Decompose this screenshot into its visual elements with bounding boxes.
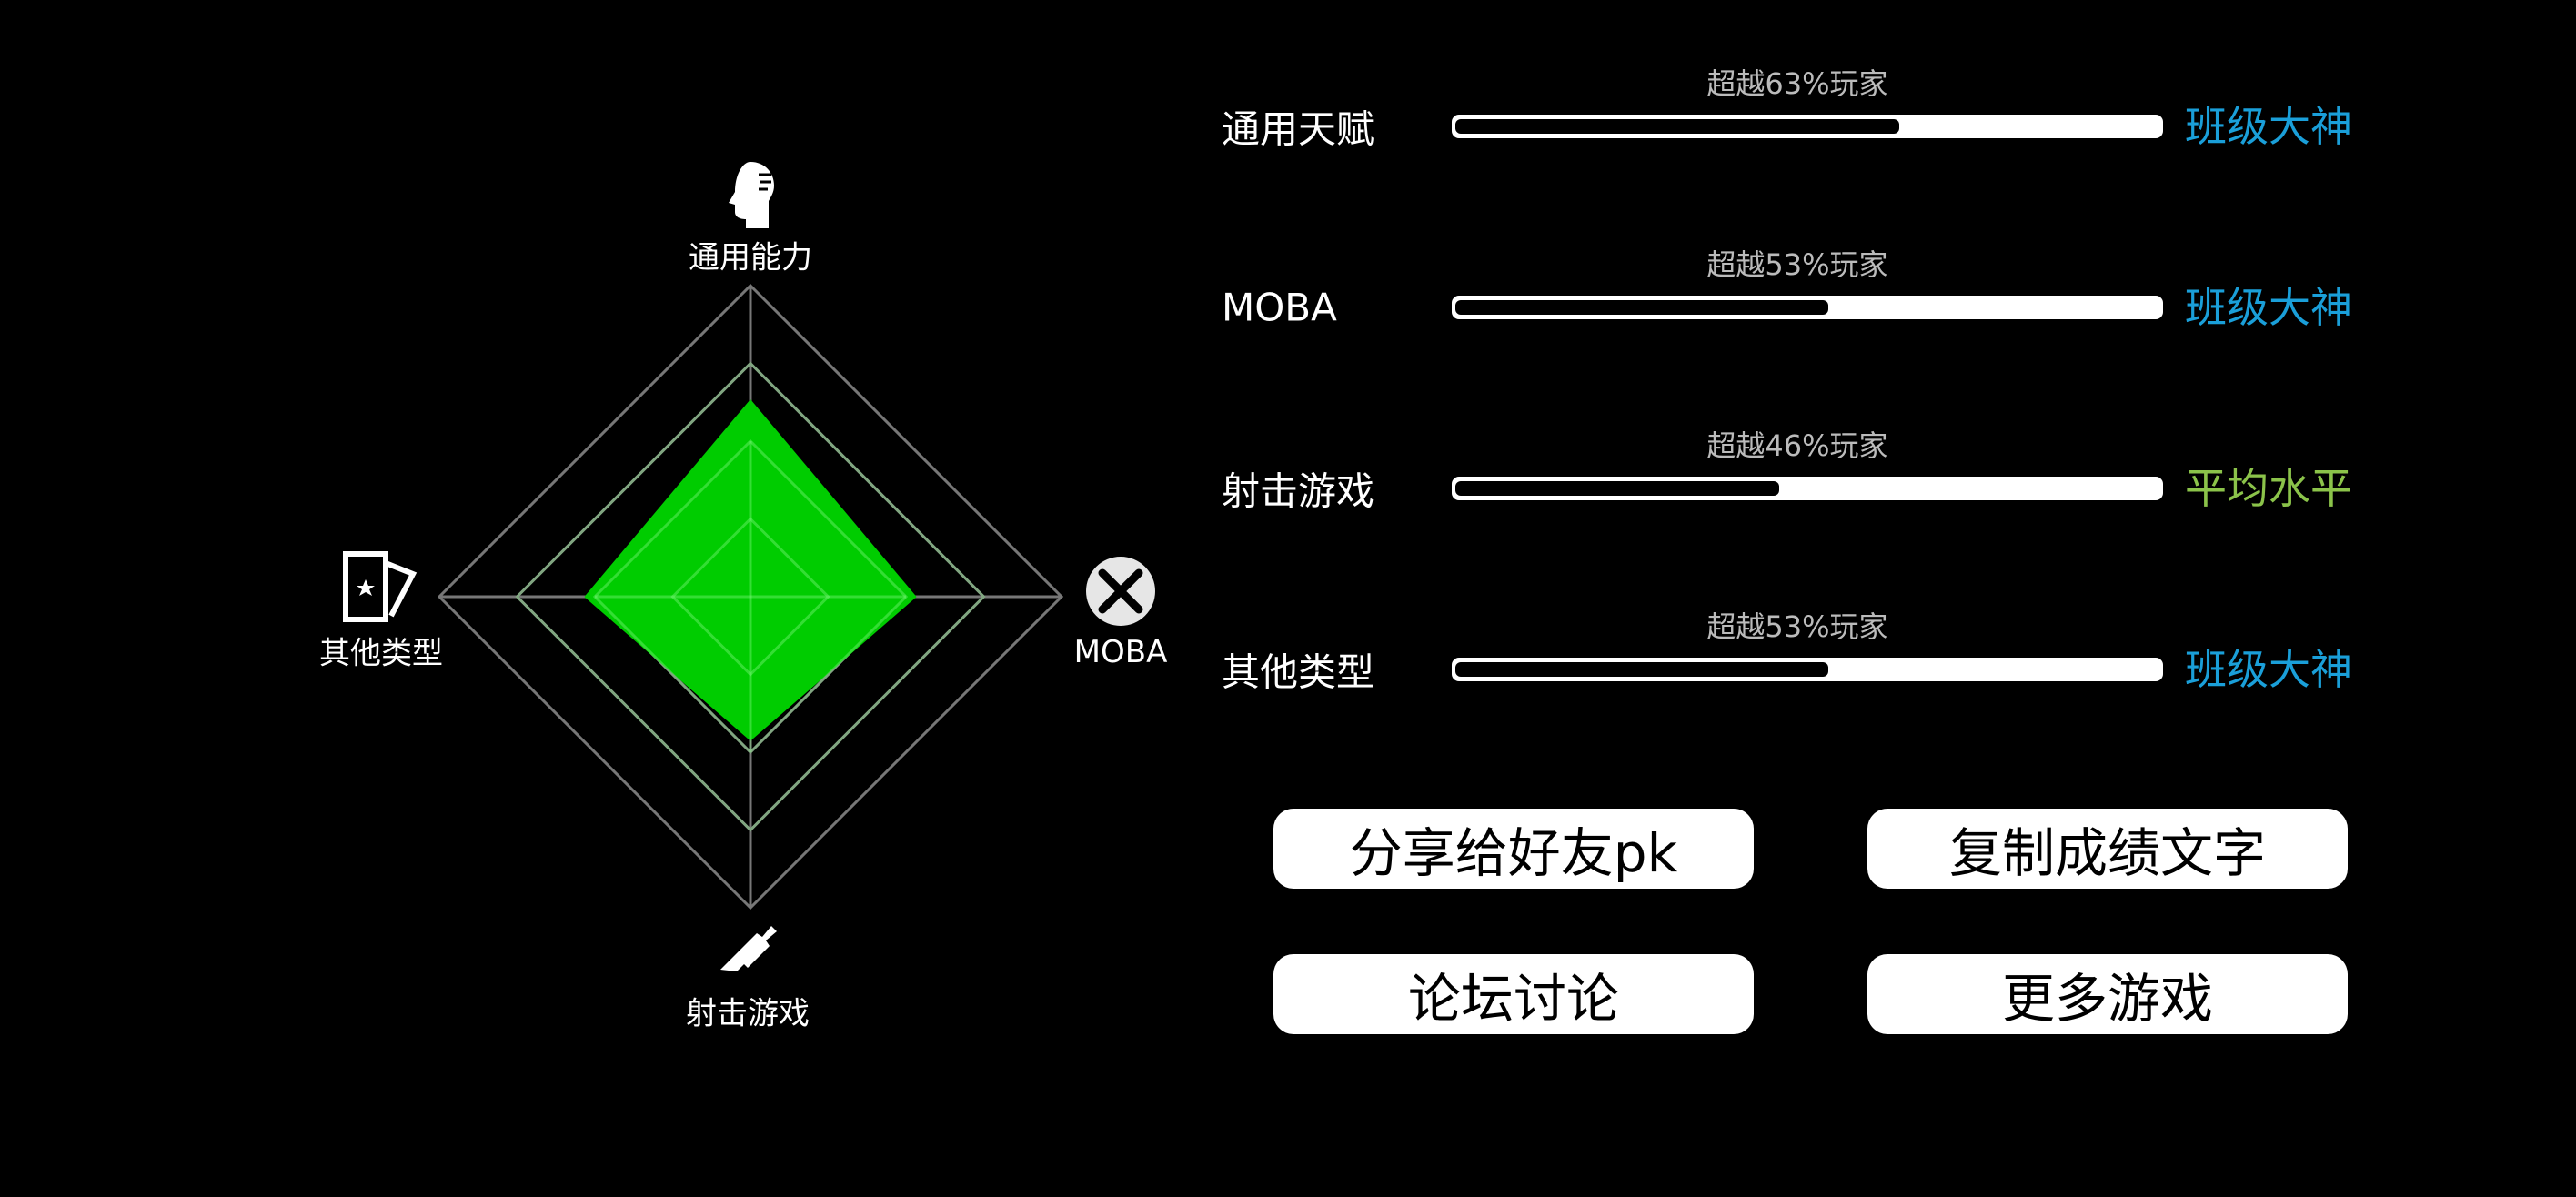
radar-data-area <box>584 398 917 741</box>
progress-bar <box>1452 115 2163 138</box>
axis-label-general: 通用能力 <box>689 239 812 277</box>
row-status: 班级大神 <box>2185 102 2352 151</box>
progress-fill <box>1455 300 1829 315</box>
head-icon <box>729 162 774 228</box>
row-status: 班级大神 <box>2185 645 2352 694</box>
row-percentile: 超越63%玩家 <box>1706 66 1888 101</box>
gun-icon <box>720 926 777 971</box>
axis-label-other: 其他类型 <box>319 635 443 672</box>
row-status: 班级大神 <box>2185 283 2352 332</box>
copy-results-button[interactable]: 复制成绩文字 <box>1867 809 2348 889</box>
radar-ring-overlay <box>515 361 986 832</box>
progress-fill <box>1455 662 1829 677</box>
progress-fill <box>1455 119 1899 134</box>
radar-chart <box>437 283 1064 910</box>
progress-bar <box>1452 296 2163 319</box>
axis-label-shooter: 射击游戏 <box>686 995 810 1032</box>
progress-bar <box>1452 658 2163 681</box>
row-label: MOBA <box>1222 285 1337 330</box>
more-games-button[interactable]: 更多游戏 <box>1867 954 2348 1034</box>
radar-ring-overlay <box>592 438 909 755</box>
row-status: 平均水平 <box>2185 464 2352 513</box>
progress-fill <box>1455 481 1780 496</box>
row-label: 射击游戏 <box>1222 468 1375 514</box>
progress-bar <box>1452 477 2163 500</box>
crossed-swords-icon <box>1086 557 1155 626</box>
row-percentile: 超越53%玩家 <box>1706 609 1888 644</box>
forum-button[interactable]: 论坛讨论 <box>1273 954 1754 1034</box>
axis-label-moba: MOBA <box>1073 634 1168 670</box>
row-label: 通用天赋 <box>1222 106 1375 152</box>
row-percentile: 超越53%玩家 <box>1706 247 1888 282</box>
row-percentile: 超越46%玩家 <box>1706 428 1888 463</box>
cards-icon <box>343 551 418 622</box>
share-button[interactable]: 分享给好友pk <box>1273 809 1754 889</box>
radar-ring-overlay <box>670 517 830 677</box>
row-label: 其他类型 <box>1222 649 1375 695</box>
